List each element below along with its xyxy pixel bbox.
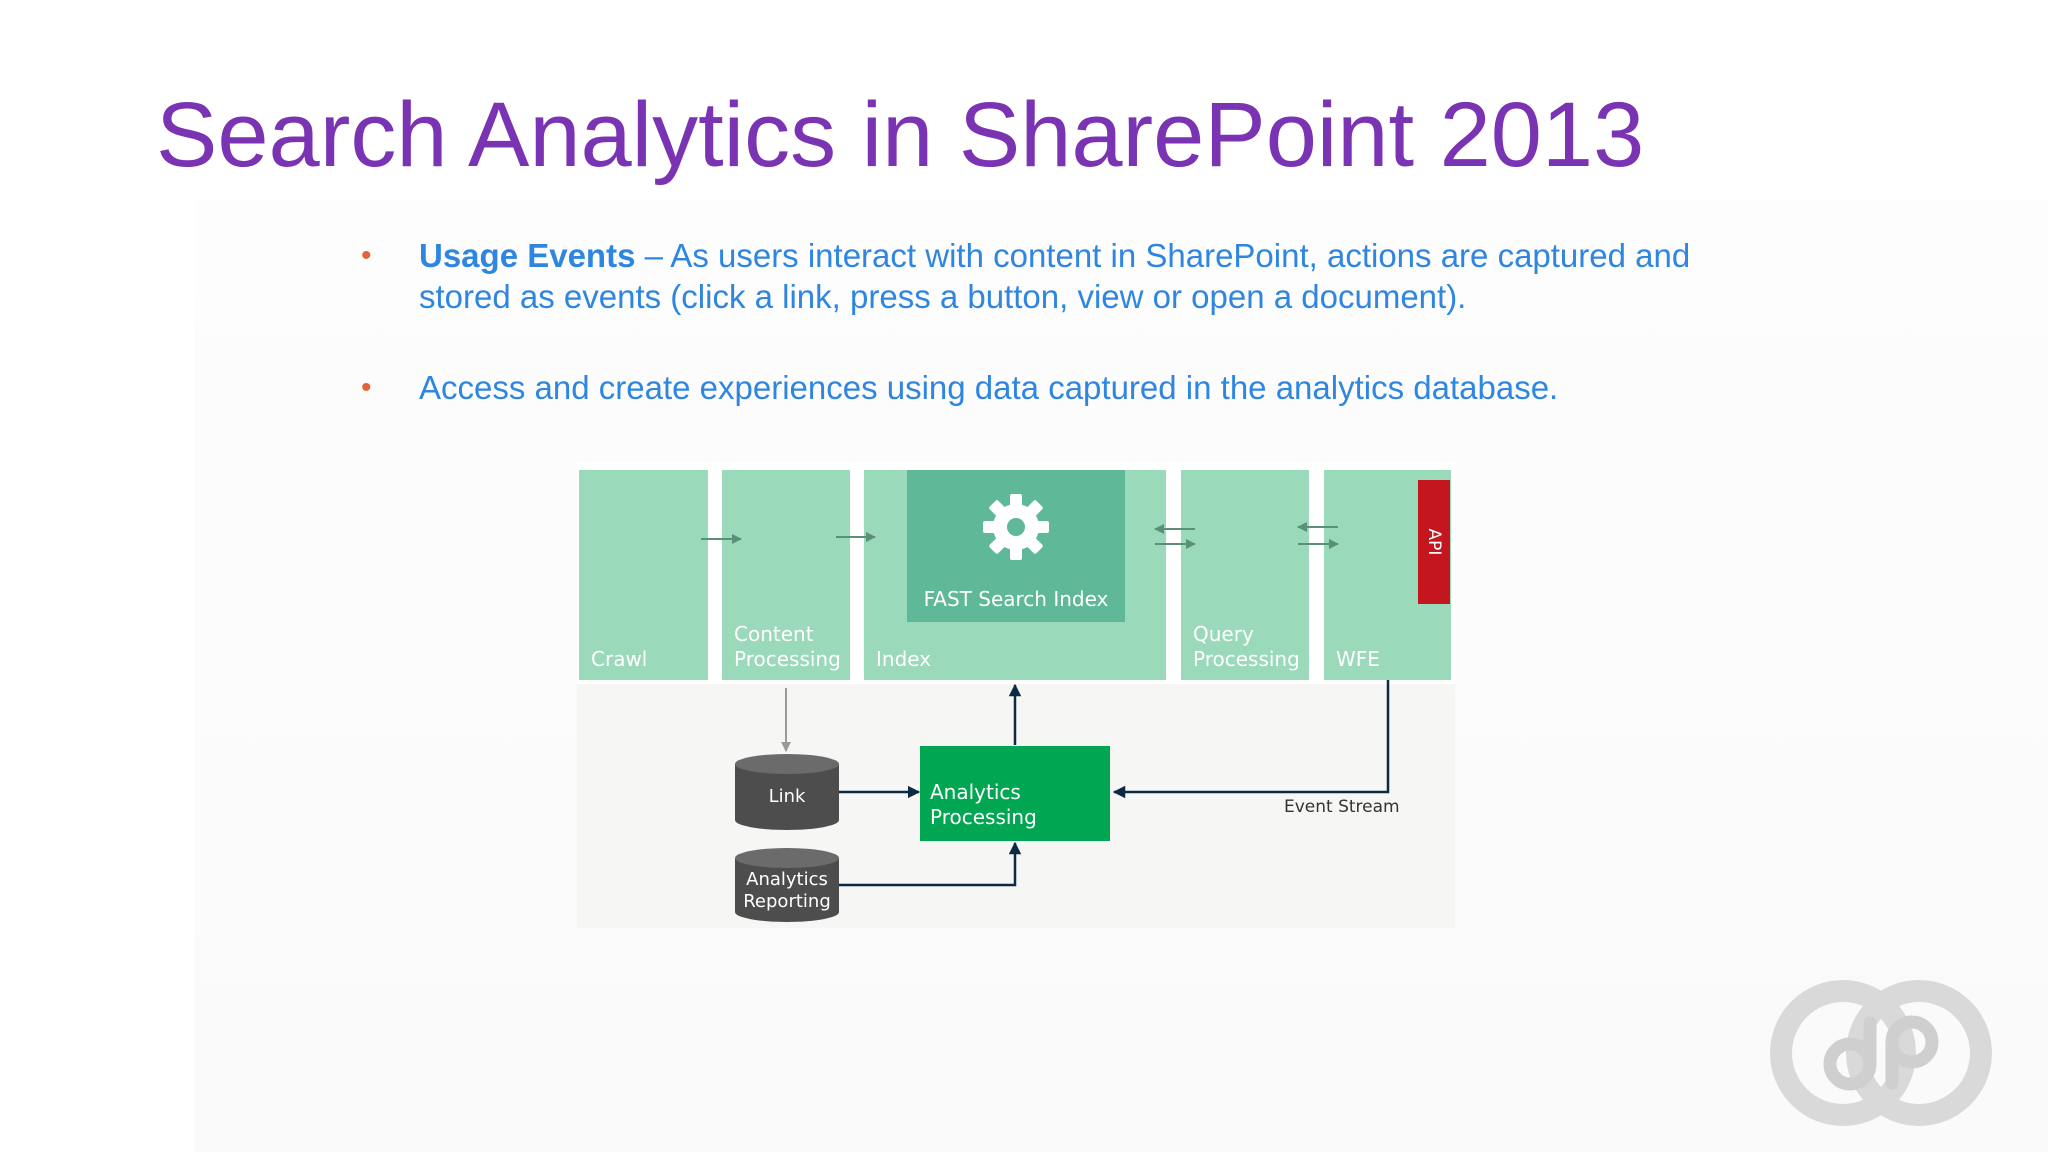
- diagram-connectors: [701, 522, 1390, 922]
- query-processing-column: Query Processing: [1181, 470, 1309, 680]
- bullet-list: • Usage Events – As users interact with …: [355, 235, 1755, 408]
- bullet-item: • Access and create experiences using da…: [355, 367, 1755, 408]
- fast-search-index-box: FAST Search Index: [907, 470, 1125, 622]
- slide-title: Search Analytics in SharePoint 2013: [156, 84, 1645, 186]
- content-processing-label: Content Processing: [734, 622, 841, 671]
- analytics-processing-box: Analytics Processing: [920, 746, 1110, 841]
- crawl-column: Crawl: [579, 470, 708, 680]
- query-processing-label: Query Processing: [1193, 622, 1300, 671]
- link-database-icon: [735, 754, 839, 830]
- search-architecture-diagram: Crawl Content Processing Index Query Pro…: [577, 462, 1455, 928]
- crawl-label: Crawl: [591, 647, 648, 671]
- api-box: API: [1418, 480, 1450, 604]
- bullet-text: – As users interact with content in Shar…: [419, 237, 1691, 315]
- bullet-text: Access and create experiences using data…: [419, 369, 1559, 406]
- analytics-processing-label: Analytics Processing: [930, 780, 1037, 829]
- analytics-reporting-db-label: Analytics Reporting: [743, 869, 831, 912]
- link-db-label: Link: [768, 786, 806, 807]
- analytics-reporting-database-icon: [735, 848, 839, 922]
- index-label: Index: [876, 647, 932, 671]
- bullet-dot: •: [361, 371, 372, 404]
- bullet-dot: •: [361, 239, 372, 272]
- wfe-label: WFE: [1336, 647, 1380, 671]
- fast-search-index-label: FAST Search Index: [923, 587, 1109, 611]
- event-stream-label: Event Stream: [1284, 797, 1400, 817]
- company-logo-icon: [1770, 980, 1992, 1126]
- content-processing-column: Content Processing: [722, 470, 850, 680]
- bullet-lead: Usage Events: [419, 237, 636, 274]
- gear-icon: [983, 494, 1049, 560]
- bullet-item: • Usage Events – As users interact with …: [355, 235, 1755, 317]
